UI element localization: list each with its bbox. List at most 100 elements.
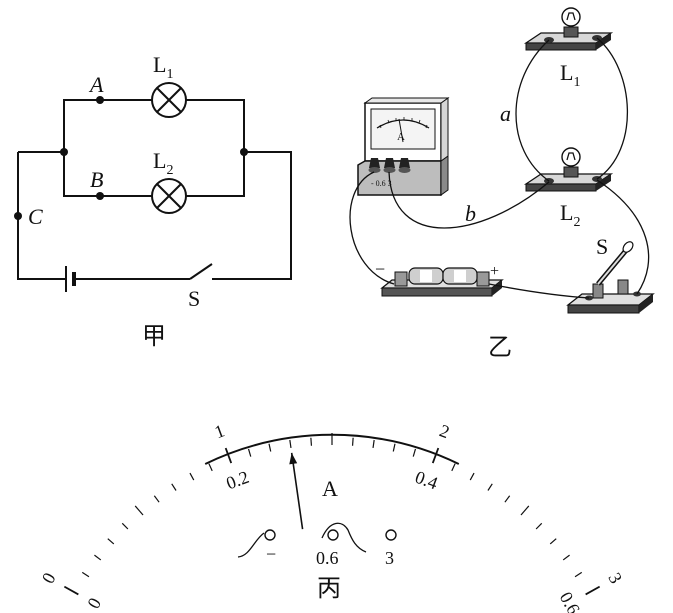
branch1-left-wire bbox=[63, 99, 152, 152]
terminal-minus-post bbox=[264, 529, 276, 541]
dial-terminals bbox=[237, 522, 397, 558]
dial-tick bbox=[469, 472, 475, 481]
switch-symbol bbox=[189, 263, 213, 280]
battery-holder bbox=[380, 267, 504, 297]
ammeter-device: A - 0.6 3 bbox=[357, 97, 450, 196]
dial-tick bbox=[351, 437, 354, 446]
battery-minus-label: − bbox=[375, 259, 385, 279]
terminal-minus-wire bbox=[237, 532, 265, 558]
dial-tick bbox=[451, 463, 456, 472]
bottom-scale-label-0: 0 bbox=[83, 594, 105, 612]
dial-tick bbox=[574, 571, 583, 578]
branch2-right-wire bbox=[186, 152, 245, 197]
battery-symbol bbox=[48, 266, 190, 292]
dial-tick bbox=[268, 443, 272, 452]
terminal-3-post bbox=[385, 529, 397, 541]
dial-meter-symbol: A bbox=[322, 476, 338, 501]
top-scale-label-0: 0 bbox=[38, 569, 60, 587]
bottom-scale-label-2: 0.4 bbox=[412, 467, 440, 494]
label-wire-b: b bbox=[465, 201, 476, 226]
wire-ammeter-battery bbox=[349, 171, 395, 285]
lamp1-device bbox=[523, 7, 614, 51]
label-point-a: A bbox=[88, 72, 104, 97]
ammeter-terminals bbox=[368, 158, 411, 173]
junction-right bbox=[240, 148, 248, 156]
dial-tick bbox=[431, 447, 440, 464]
dial-tick bbox=[247, 448, 252, 457]
dial-pointer-arrowhead bbox=[289, 452, 298, 465]
wire-b bbox=[388, 171, 550, 229]
caption-jia: 甲 bbox=[142, 322, 166, 350]
wire-l2-switch bbox=[596, 179, 650, 295]
terminal-3-label: 3 bbox=[385, 548, 394, 568]
dial-pointer-needle bbox=[290, 452, 304, 530]
ammeter-face-symbol: A bbox=[397, 131, 405, 143]
branch2-left-wire bbox=[63, 152, 152, 197]
label-point-c: C bbox=[28, 204, 43, 229]
dial-tick bbox=[81, 571, 90, 578]
dial-tick bbox=[412, 448, 417, 457]
label-lamp2-device: L2 bbox=[560, 200, 580, 230]
point-a-dot bbox=[96, 96, 104, 104]
dial-tick bbox=[310, 437, 313, 446]
top-scale-label-2: 2 bbox=[437, 420, 452, 442]
label-switch: S bbox=[188, 286, 200, 311]
dial-tick bbox=[107, 538, 115, 545]
battery-plus-label: + bbox=[490, 263, 499, 280]
connecting-wires bbox=[349, 37, 650, 299]
dial-tick bbox=[63, 585, 79, 596]
label-lamp1-device: L1 bbox=[560, 60, 580, 90]
label-switch-device: S bbox=[596, 234, 608, 259]
wire-l1-right bbox=[596, 37, 629, 180]
lamp2-symbol bbox=[151, 178, 187, 214]
terminal-06-label: 0.6 bbox=[316, 548, 339, 568]
ammeter-terminal-marks: - 0.6 3 bbox=[371, 179, 392, 188]
wire-battery-switch bbox=[488, 283, 590, 299]
terminal-06-post bbox=[327, 529, 339, 541]
dial-tick bbox=[372, 439, 375, 449]
dial-tick bbox=[535, 522, 543, 530]
dial-tick bbox=[121, 522, 129, 530]
bottom-scale-label-3: 0.6 bbox=[556, 589, 584, 613]
dial-tick bbox=[392, 443, 396, 452]
terminal-minus-label: − bbox=[266, 544, 276, 564]
dial-tick bbox=[585, 585, 601, 596]
label-lamp1: L1 bbox=[153, 52, 173, 82]
lamp1-symbol bbox=[151, 82, 187, 118]
label-lamp2: L2 bbox=[153, 148, 173, 178]
dial-tick bbox=[504, 495, 511, 503]
lamp2-device bbox=[523, 147, 614, 192]
junction-left bbox=[60, 148, 68, 156]
dial-tick bbox=[224, 447, 233, 464]
dial-tick bbox=[562, 554, 570, 561]
right-wire bbox=[212, 151, 292, 280]
point-c-dot bbox=[14, 212, 22, 220]
top-scale-label-3: 3 bbox=[604, 569, 626, 587]
dial-ticks bbox=[63, 433, 601, 596]
dial-pointer bbox=[289, 452, 304, 530]
dial-tick bbox=[153, 495, 160, 503]
circuit-schematic: A B C L1 L2 S 甲 bbox=[14, 52, 292, 350]
dial-tick bbox=[94, 554, 102, 561]
caption-bing: 丙 bbox=[317, 574, 341, 602]
bottom-scale-label-1: 0.2 bbox=[224, 467, 252, 494]
label-point-b: B bbox=[90, 167, 103, 192]
branch1-right-wire bbox=[186, 99, 245, 152]
dial-tick bbox=[549, 538, 557, 545]
dial-tick bbox=[189, 472, 195, 481]
dial-tick bbox=[487, 483, 493, 491]
physical-wiring-diagram: A - 0.6 3 bbox=[349, 7, 655, 361]
dial-tick bbox=[208, 463, 213, 472]
left-wire bbox=[17, 152, 48, 280]
dial-tick bbox=[171, 483, 177, 491]
wire-a bbox=[515, 39, 550, 182]
terminal-06-wire bbox=[321, 522, 367, 553]
point-b-dot bbox=[96, 192, 104, 200]
dial-tick bbox=[520, 505, 530, 516]
caption-yi: 乙 bbox=[488, 333, 512, 361]
ammeter-dial: 0 1 2 3 0 0.2 0.4 0.6 A − 0.6 3 丙 bbox=[38, 420, 626, 613]
dial-tick bbox=[134, 505, 144, 516]
label-wire-a: a bbox=[500, 101, 511, 126]
top-scale-label-1: 1 bbox=[212, 420, 227, 442]
